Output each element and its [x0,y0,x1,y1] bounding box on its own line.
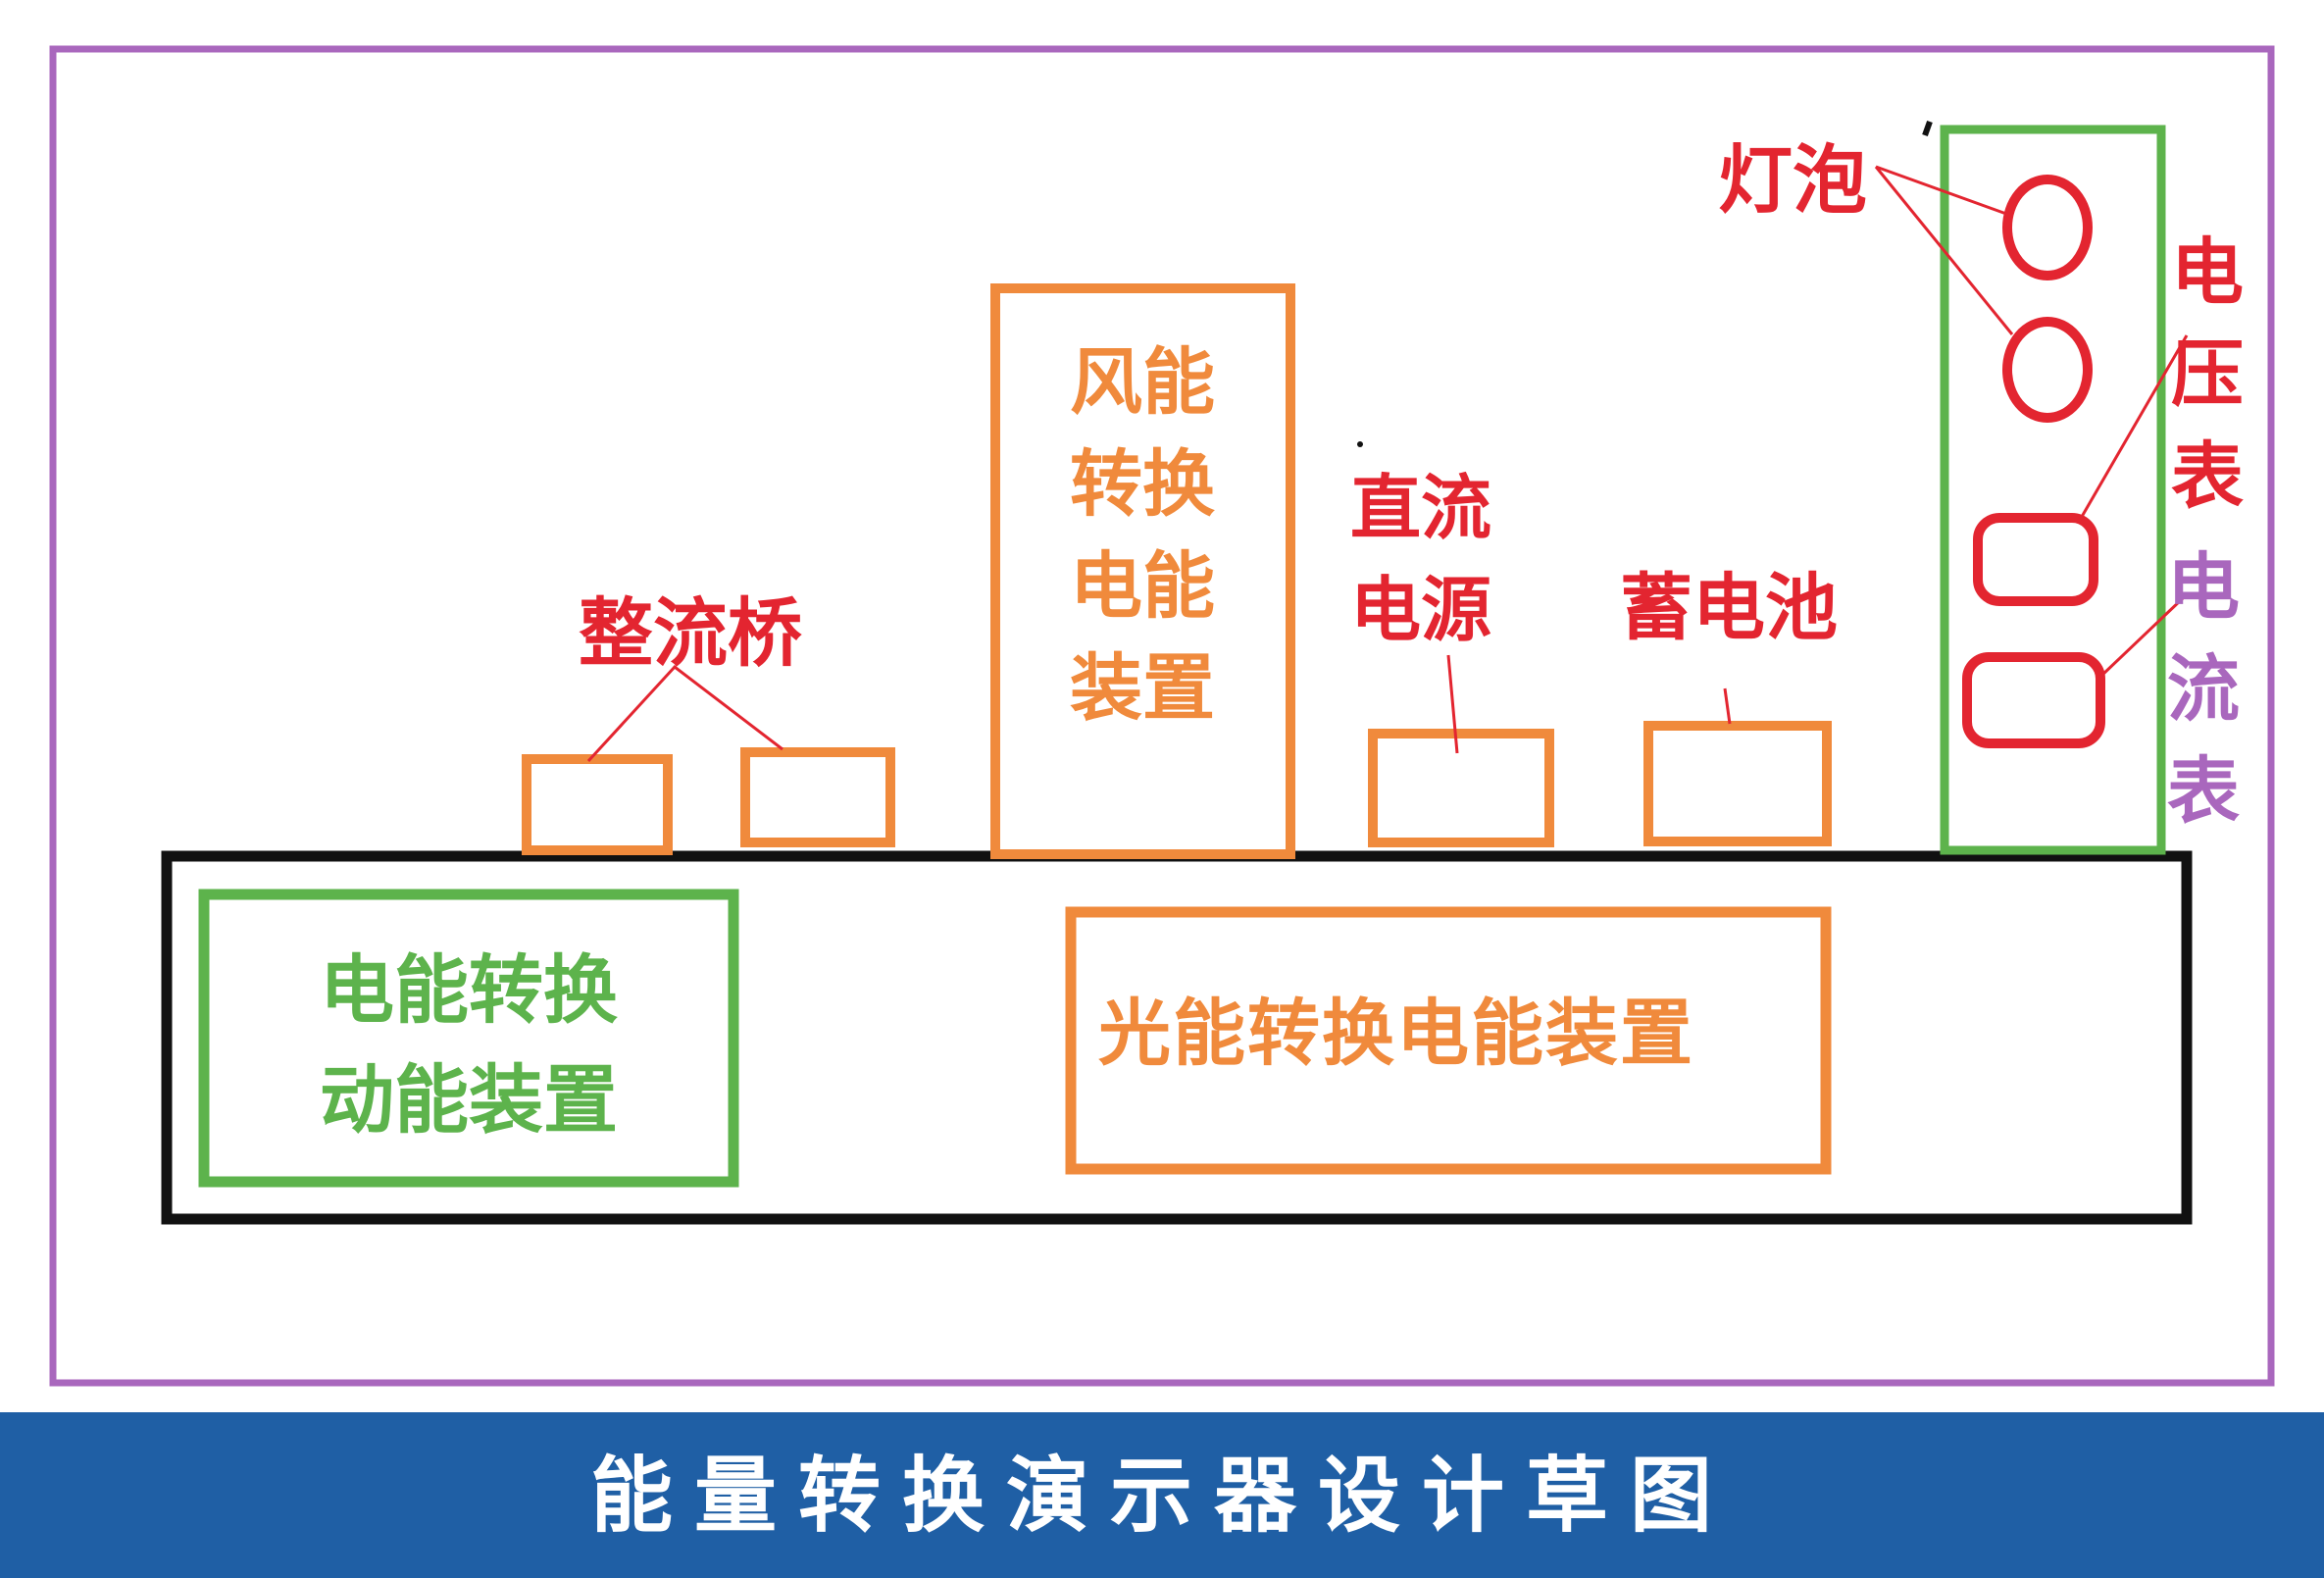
battery-leader-line [1723,687,1732,725]
stray-mark [1922,120,1933,137]
voltmeter-label: 电 压 表 [2171,230,2244,519]
footer-title: 能量转换演示器设计草图 [589,1447,1734,1544]
ammeter-label: 电 流 表 [2167,545,2240,834]
outer-frame [49,45,2275,1387]
battery-box [1643,721,1832,846]
ammeter-leader-line [2098,596,2185,679]
wind-device-label: 风能 转换 电能 装置 [1070,340,1215,731]
rectifier-box-left [522,754,673,855]
bulb-lower [2002,317,2093,423]
bulb-label: 灯泡 [1718,136,1867,224]
voltmeter-box [1973,513,2098,606]
footer-banner: 能量转换演示器设计草图 [0,1412,2324,1578]
dc-power-label: 直流 电源 [1349,467,1491,651]
wind-device-box [990,283,1295,859]
battery-label: 蓄电池 [1620,566,1838,650]
solar-device-box [1065,906,1832,1175]
dc-power-box [1368,729,1554,847]
bulb-leader-lower [1874,166,2014,335]
voltmeter-leader-line [2077,334,2189,523]
solar-device-label: 光能转换电能装置 [1098,992,1694,1076]
rectifier-box-right [740,747,895,847]
rectifier-leader-lines [586,664,783,763]
dc-power-leader-line [1446,654,1459,754]
bulb-upper [2002,175,2093,280]
rectifier-bridge-label: 整流桥 [579,589,802,677]
electric-to-kinetic-label: 电能转换 动能装置 [320,946,618,1144]
stray-dot [1357,441,1363,447]
ammeter-box [1962,652,2105,748]
electric-to-kinetic-box [198,889,739,1188]
instrument-column-box [1940,125,2166,855]
sketch-drawing [49,45,2275,1387]
bulb-leader-upper [1875,165,2007,216]
